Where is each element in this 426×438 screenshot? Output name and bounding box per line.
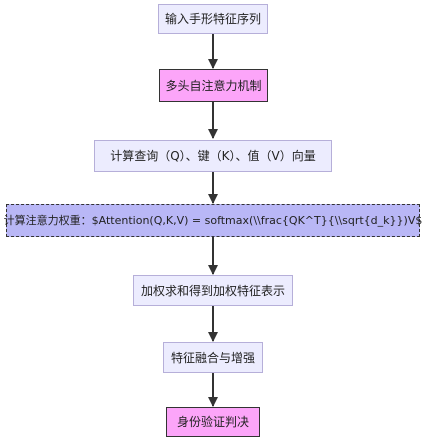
node-feature-fusion: 特征融合与增强 [163,342,263,373]
node-identity-decision-label: 身份验证判决 [176,415,249,429]
node-attention-weights-label: 计算注意力权重：$Attention(Q,K,V) = softmax(\\fr… [3,214,423,227]
node-weighted-sum-label: 加权求和得到加权特征表示 [140,283,285,298]
node-compute-qkv-label: 计算查询（Q）、键（K）、值（V）向量 [110,149,316,163]
node-feature-fusion-label: 特征融合与增强 [170,350,255,365]
node-multi-head-attention-label: 多头自注意力机制 [165,78,262,93]
node-weighted-sum: 加权求和得到加权特征表示 [133,275,293,306]
node-compute-qkv: 计算查询（Q）、键（K）、值（V）向量 [94,140,332,172]
node-attention-weights: 计算注意力权重：$Attention(Q,K,V) = softmax(\\fr… [3,204,423,237]
node-multi-head-attention: 多头自注意力机制 [159,69,268,102]
node-input-hand-features: 输入手形特征序列 [158,4,268,34]
node-identity-decision: 身份验证判决 [166,407,260,437]
node-input-hand-features-label: 输入手形特征序列 [164,12,261,26]
